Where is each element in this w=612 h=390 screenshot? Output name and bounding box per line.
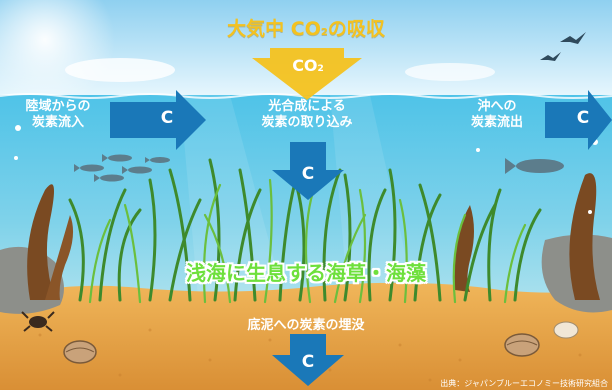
offshore-outflow-label: 沖への 炭素流出 — [470, 99, 523, 130]
kelp-left — [27, 184, 55, 300]
sun-glow — [0, 0, 115, 110]
co2-absorption-arrow — [252, 48, 362, 100]
photosynthesis-arrow — [272, 142, 344, 200]
offshore-outflow-carbon-symbol: C — [576, 108, 590, 128]
fish-school — [74, 154, 170, 182]
land-inflow-arrow — [110, 90, 206, 150]
co2-arrow-label: CO2 — [292, 56, 324, 75]
fish-icon — [505, 158, 564, 174]
kelp-right — [569, 173, 600, 300]
photosynthesis-label: 光合成による 炭素の取り込み — [261, 99, 353, 130]
seagrass-bed — [68, 158, 542, 304]
water-surface — [0, 93, 612, 99]
clam-icon — [504, 333, 540, 357]
land-inflow-label: 陸域からの 炭素流入 — [25, 99, 91, 130]
burial-carbon-symbol: C — [301, 352, 315, 372]
crab-icon — [21, 311, 55, 332]
kelp-right — [454, 205, 474, 292]
offshore-outflow-arrow — [545, 90, 612, 150]
light-ray — [330, 95, 420, 320]
burial-arrow — [272, 334, 344, 386]
photosynthesis-carbon-symbol: C — [301, 164, 315, 184]
source-credit: 出典：ジャパンブルーエコノミー技術研究組合 — [440, 379, 608, 388]
shell-icon — [553, 321, 579, 339]
bird-icon — [560, 32, 586, 44]
seagrass-headline: 浅海に生息する海草・海藻 — [186, 261, 426, 285]
cloud — [65, 58, 175, 82]
sand-texture — [38, 328, 582, 382]
cloud — [405, 63, 495, 81]
diagram-title: 大気中 CO2の吸収 — [227, 18, 385, 40]
clam-icon — [63, 340, 97, 364]
bird-icon — [540, 52, 561, 61]
light-ray — [180, 95, 290, 320]
land-inflow-carbon-symbol: C — [160, 108, 174, 128]
kelp-left — [45, 215, 74, 300]
burial-label: 底泥への炭素の埋没 — [247, 318, 365, 333]
